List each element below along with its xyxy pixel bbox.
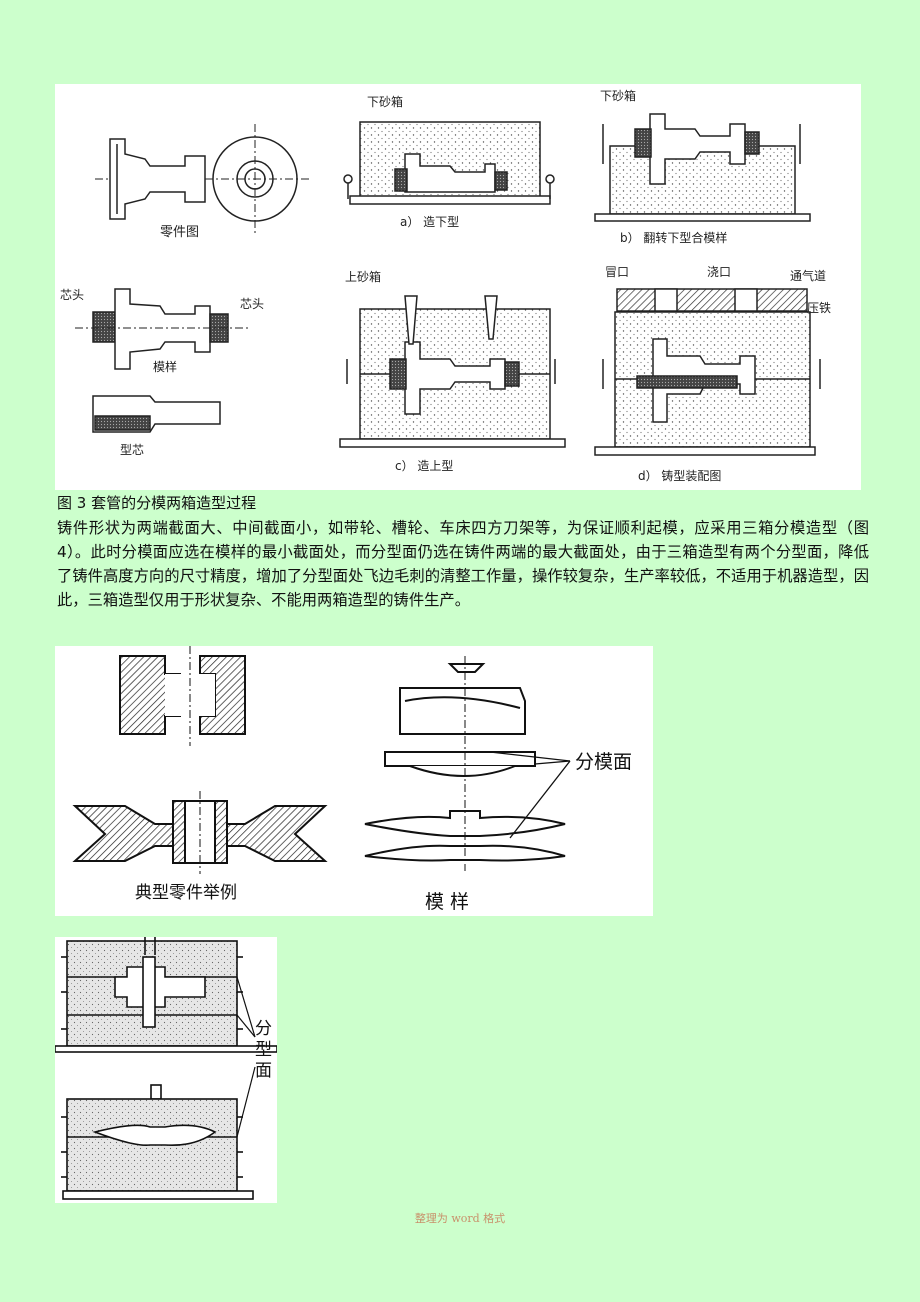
- body-paragraph: 铸件形状为两端截面大、中间截面小，如带轮、槽轮、车床四方刀架等，为保证顺利起模，…: [57, 519, 869, 609]
- three-part-pattern: [364, 656, 566, 871]
- step-b-flip-lower-mold: [594, 113, 811, 222]
- press-iron-label: 压铁: [807, 301, 831, 315]
- riser-label: 冒口: [605, 265, 629, 279]
- b-caption: b） 翻转下型合模样: [620, 230, 727, 245]
- parting-mold-surface-leaders: [489, 751, 571, 839]
- sprue-label: 浇口: [707, 265, 731, 279]
- typical-part-pulley: [72, 791, 328, 874]
- figure-4-three-flask-molding: 分 型 面: [55, 937, 277, 1203]
- d-caption: d） 铸型装配图: [638, 468, 721, 483]
- figure-4-typical-parts-and-pattern: 典型零件举例 分模面 模 样: [55, 646, 653, 916]
- pattern-label: 模样: [153, 359, 177, 374]
- a-lower-flask-label: 下砂箱: [367, 94, 403, 109]
- three-flask-mold: [55, 937, 277, 1053]
- figure-3-sleeve-molding: 零件图 下砂箱 a） 造下型 下砂箱 b） 翻转下型合模样 芯头 芯头 模样: [55, 84, 861, 490]
- lower-mold: [61, 1084, 254, 1200]
- typical-part-spool: [119, 646, 246, 746]
- parting-surface-leaders: [236, 976, 256, 1138]
- footer-note: 整理为 word 格式: [414, 1212, 506, 1225]
- parting-surface-label: 分 型 面: [255, 1019, 277, 1081]
- step-d-mold-assembly: [594, 288, 821, 456]
- pattern-with-core-heads: [75, 288, 250, 370]
- step-a-lower-mold: [343, 121, 555, 205]
- vent-label: 通气道: [790, 268, 826, 283]
- figure-3-caption: 图 3 套管的分模两箱造型过程: [57, 494, 257, 512]
- a-caption: a） 造下型: [400, 215, 459, 229]
- core-head-left-label: 芯头: [60, 288, 84, 302]
- b-lower-flask-label: 下砂箱: [600, 88, 636, 103]
- core-label: 型芯: [120, 443, 144, 457]
- part-drawing-label: 零件图: [160, 225, 199, 240]
- c-caption: c） 造上型: [395, 459, 453, 473]
- part-drawing: [95, 124, 310, 234]
- step-c-upper-mold: [339, 295, 566, 448]
- core: [92, 395, 221, 433]
- pattern-label-fig4: 模 样: [425, 891, 469, 913]
- parting-mold-surface-label: 分模面: [575, 751, 632, 773]
- typical-parts-label: 典型零件举例: [135, 883, 237, 903]
- core-head-right-label: 芯头: [240, 297, 264, 311]
- c-upper-flask-label: 上砂箱: [345, 269, 381, 284]
